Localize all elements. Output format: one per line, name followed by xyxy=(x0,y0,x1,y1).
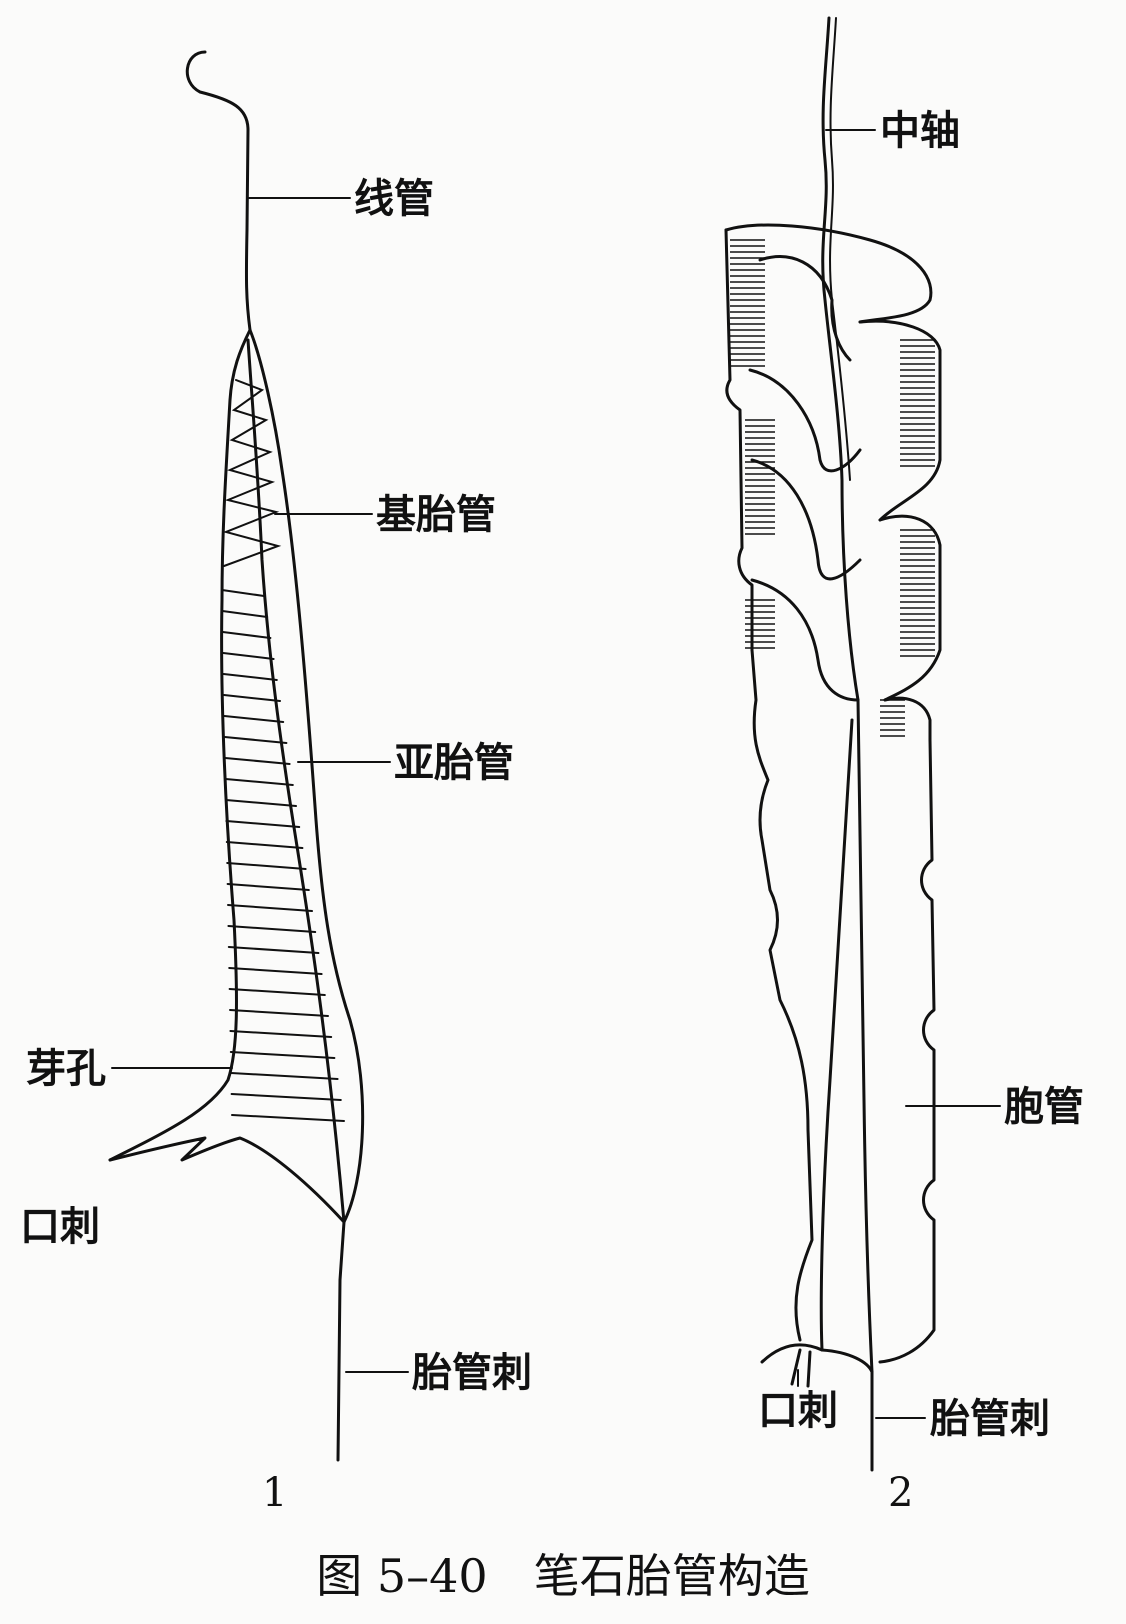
growth-line xyxy=(222,652,275,660)
sicula-left-outline xyxy=(108,328,252,1162)
label-yakong: 芽孔 xyxy=(26,1046,106,1092)
growth-line xyxy=(230,1072,339,1080)
label-kouci-2: 口刺 xyxy=(758,1388,838,1434)
theca-aperture-2 xyxy=(748,368,862,473)
nema-line xyxy=(185,50,252,332)
growth-line xyxy=(230,1093,342,1101)
theca-top-cap xyxy=(724,223,933,324)
label-kouci-1: 口刺 xyxy=(20,1204,100,1250)
growth-line xyxy=(223,736,288,744)
figure-2-leaders xyxy=(797,129,1001,1419)
growth-line xyxy=(221,610,269,618)
theca-aperture-4 xyxy=(750,578,860,702)
central-axis xyxy=(821,16,860,702)
sicula-tube-right xyxy=(878,738,936,1364)
figure-number-1: 1 xyxy=(262,1470,287,1516)
theca-upper-left xyxy=(724,228,754,652)
growth-line xyxy=(221,589,265,597)
growth-line xyxy=(229,1051,336,1059)
figure-number-2: 2 xyxy=(888,1470,913,1516)
growth-line xyxy=(229,1030,333,1038)
growth-line xyxy=(227,925,317,933)
growth-line xyxy=(228,967,323,975)
growth-line xyxy=(229,1009,329,1017)
growth-line xyxy=(224,778,294,786)
sicula-right-outline xyxy=(248,328,365,1224)
aperture-spine xyxy=(108,1136,346,1224)
label-taiguanci-1: 胎管刺 xyxy=(412,1350,532,1396)
sicula-inner-line xyxy=(246,338,346,1224)
growth-line xyxy=(228,988,326,996)
label-baoguan: 胞管 xyxy=(1004,1084,1084,1130)
growth-line xyxy=(223,715,285,723)
theca-aperture-1 xyxy=(758,255,852,362)
growth-line xyxy=(223,694,281,702)
figure-1-sicula xyxy=(108,50,365,1462)
growth-line xyxy=(225,799,297,807)
growth-line xyxy=(226,862,307,870)
theca-right-1 xyxy=(858,319,942,522)
label-jitaiguan: 基胎管 xyxy=(376,492,496,538)
growth-line xyxy=(226,883,310,891)
label-zhongzhou: 中轴 xyxy=(880,108,960,154)
sicula-axis-lower xyxy=(856,698,874,1374)
growth-line xyxy=(221,631,272,639)
label-yataiguan: 亚胎管 xyxy=(394,740,514,786)
growth-line xyxy=(231,1114,345,1122)
sicula-tube-left xyxy=(750,648,814,1342)
figure-2-rhabdosome xyxy=(724,16,942,1472)
central-axis-inner xyxy=(829,17,851,481)
label-xianguan: 线管 xyxy=(354,176,434,222)
theca-right-3 xyxy=(883,696,932,742)
growth-line xyxy=(227,946,320,954)
growth-line xyxy=(224,757,291,765)
virgella-line xyxy=(336,1220,346,1462)
metasicula-growth-lines xyxy=(221,589,345,1122)
theca-aperture-3 xyxy=(750,458,862,581)
theca-right-2 xyxy=(878,514,942,702)
label-taiguanci-2: 胎管刺 xyxy=(930,1396,1050,1442)
growth-line xyxy=(222,673,278,681)
growth-line xyxy=(227,904,313,912)
figure-caption: 图 5–40 笔石胎管构造 xyxy=(316,1549,809,1603)
apertural-spines-2 xyxy=(760,1343,874,1388)
growth-line xyxy=(225,820,301,828)
prosicula-ribs xyxy=(222,379,282,567)
growth-line xyxy=(225,841,304,849)
theca-hatching xyxy=(730,239,935,737)
figure-1-leaders xyxy=(111,197,409,1373)
sicula-inner-left xyxy=(819,718,854,1352)
